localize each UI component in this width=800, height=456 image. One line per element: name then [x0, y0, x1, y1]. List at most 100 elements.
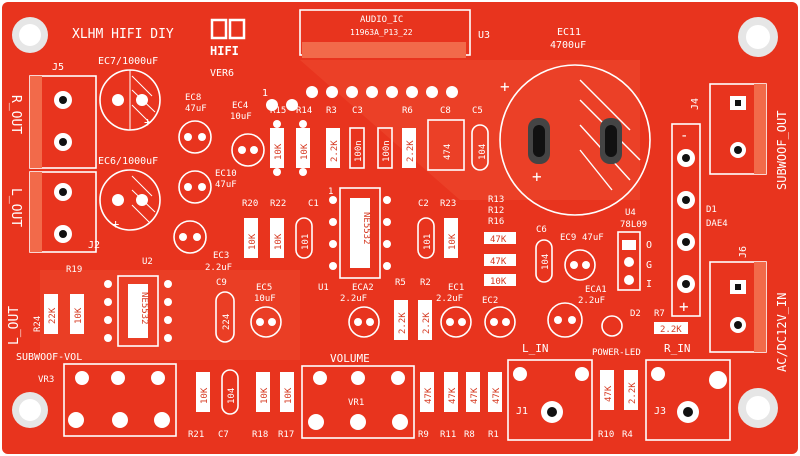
svg-text:EC6/1000uF: EC6/1000uF [98, 156, 158, 167]
svg-text:2.2K: 2.2K [660, 325, 682, 335]
svg-text:47K: 47K [604, 385, 614, 402]
svg-text:C3: C3 [352, 106, 363, 116]
svg-text:10K: 10K [200, 387, 210, 404]
svg-text:R24: R24 [33, 316, 43, 332]
svg-text:EC11: EC11 [557, 27, 581, 38]
svg-text:-: - [680, 128, 688, 144]
resistor-r17: 10K R17 [278, 372, 294, 440]
capacitor-c100n-2: 100n [377, 127, 393, 169]
opamp-u2: U2 NE5532 [104, 257, 172, 347]
svg-text:R14: R14 [296, 106, 312, 116]
svg-text:R20: R20 [242, 199, 258, 209]
resistor-r15: R15 10K [270, 106, 286, 176]
svg-text:47K: 47K [490, 235, 507, 245]
svg-text:100n: 100n [382, 140, 392, 162]
capacitor-ec4: EC4 10uF [230, 101, 265, 167]
resistor-r10: 47K R10 [598, 370, 614, 440]
resistor-r24: R24 22K [33, 294, 58, 334]
svg-text:C9: C9 [216, 278, 227, 288]
svg-text:R11: R11 [440, 430, 456, 440]
brand-logo: HIFI [210, 18, 246, 58]
resistor-stack-r13-r16: R13 R12 R16 47K 47K 10K [484, 195, 516, 287]
capacitor-ec11: EC11 4700uF + + [499, 27, 651, 216]
svg-text:47uF: 47uF [215, 180, 237, 190]
capacitor-c5: C5 104 [471, 106, 489, 171]
svg-text:2.2K: 2.2K [422, 312, 432, 334]
svg-text:R22: R22 [270, 199, 286, 209]
svg-text:R23: R23 [440, 199, 456, 209]
svg-text:78L09: 78L09 [620, 220, 647, 230]
svg-text:10uF: 10uF [230, 112, 252, 122]
svg-text:HIFI: HIFI [210, 44, 239, 58]
resistor-r9: 47K R9 [418, 372, 434, 440]
svg-text:L_OUT: L_OUT [7, 306, 22, 345]
svg-text:R4: R4 [622, 430, 633, 440]
svg-text:C6: C6 [536, 225, 547, 235]
svg-text:EC5: EC5 [256, 283, 272, 293]
svg-text:U3: U3 [478, 30, 490, 41]
brand-name: XLHM HIFI DIY [72, 27, 174, 42]
svg-text:10K: 10K [260, 387, 270, 404]
svg-text:R15: R15 [270, 106, 286, 116]
svg-text:10K: 10K [284, 387, 294, 404]
resistor-r3: R3 2.2K [326, 106, 340, 168]
potentiometer-vr1[interactable]: VR1 [301, 365, 415, 439]
svg-text:EC8: EC8 [185, 93, 201, 103]
resistor-r1: 47K R1 [488, 372, 502, 440]
polarity-strip: - + D1 DAE4 [671, 123, 728, 317]
svg-text:C5: C5 [472, 106, 483, 116]
svg-text:10K: 10K [274, 233, 284, 250]
ac-dc-label: AC/DC12V_IN [775, 293, 789, 372]
potentiometer-vr3[interactable]: VR3 [38, 363, 177, 437]
svg-text:10K: 10K [248, 233, 258, 250]
svg-text:474: 474 [443, 144, 453, 160]
mounting-hole [12, 17, 48, 53]
regulator-u4: U4 78L09 O G I [617, 208, 652, 291]
svg-text:R12: R12 [488, 206, 504, 216]
svg-text:C8: C8 [440, 106, 451, 116]
rca-jack-j1[interactable]: J1 [507, 359, 593, 441]
rca-jack-j3[interactable]: J3 [645, 359, 731, 441]
ic-pin-row: 1 [262, 86, 458, 111]
svg-text:10K: 10K [300, 143, 310, 160]
svg-text:J4: J4 [690, 98, 701, 110]
svg-text:+: + [144, 115, 151, 129]
svg-text:47K: 47K [490, 257, 507, 267]
svg-text:J1: J1 [516, 406, 528, 417]
svg-text:101: 101 [423, 234, 433, 250]
resistor-r21: 10K R21 [188, 372, 210, 440]
svg-text:2.2uF: 2.2uF [578, 296, 605, 306]
capacitor-c2: C2 101 [417, 199, 435, 259]
svg-text:NE5532: NE5532 [139, 292, 149, 325]
svg-text:C1: C1 [308, 199, 319, 209]
capacitor-c3: C3 100n [349, 106, 365, 169]
r-out-label: R_OUT [8, 95, 23, 134]
resistor-r4: 2.2K R4 [622, 370, 638, 440]
subwoof-vol-label: SUBWOOF-VOL [16, 352, 82, 363]
svg-text:1: 1 [328, 187, 333, 197]
svg-text:VR1: VR1 [348, 398, 364, 408]
capacitor-ec10: EC10 47uF [178, 169, 237, 204]
capacitor-c1: C1 101 [295, 199, 319, 259]
svg-text:R3: R3 [326, 106, 337, 116]
opamp-u1: NE5532 U1 1 [318, 187, 391, 293]
mounting-hole [738, 17, 778, 57]
svg-text:ECA2: ECA2 [352, 283, 374, 293]
svg-text:R19: R19 [66, 265, 82, 275]
svg-text:U4: U4 [625, 208, 636, 218]
svg-text:R8: R8 [464, 430, 475, 440]
svg-text:EC2: EC2 [482, 296, 498, 306]
volume-label: VOLUME [330, 352, 370, 365]
svg-text:O: O [646, 240, 652, 251]
resistor-r14: R14 10K [296, 106, 312, 176]
svg-text:EC10: EC10 [215, 169, 237, 179]
capacitor-ec9: EC9 47uF [560, 233, 604, 281]
svg-text:J3: J3 [654, 406, 666, 417]
svg-text:+: + [112, 217, 119, 231]
svg-text:2.2K: 2.2K [628, 382, 638, 404]
svg-text:AUDIO_IC: AUDIO_IC [360, 15, 403, 25]
svg-text:J5: J5 [52, 62, 64, 73]
svg-text:EC7/1000uF: EC7/1000uF [98, 56, 158, 67]
resistor-r22: R22 10K [270, 199, 286, 258]
